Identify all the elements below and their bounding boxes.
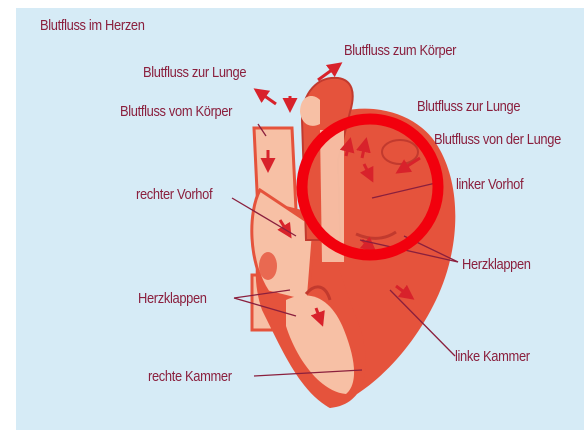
label-flow-to-lung-right: Blutfluss zur Lunge xyxy=(417,98,520,115)
label-right-ventricle: rechte Kammer xyxy=(148,368,232,385)
label-right-atrium: rechter Vorhof xyxy=(136,186,212,203)
label-flow-from-body: Blutfluss vom Körper xyxy=(120,103,232,120)
label-valves-left: Herzklappen xyxy=(462,256,531,273)
vein-on-right-atrium xyxy=(259,252,277,280)
label-left-ventricle: linke Kammer xyxy=(455,348,530,365)
label-flow-to-lung-left: Blutfluss zur Lunge xyxy=(143,64,246,81)
label-valves-right: Herzklappen xyxy=(138,290,207,307)
diagram-title: Blutfluss im Herzen xyxy=(40,17,145,34)
label-flow-to-body: Blutfluss zum Körper xyxy=(344,42,456,59)
label-flow-from-lung: Blutfluss von der Lunge xyxy=(434,131,561,148)
pulmonary-vein-right xyxy=(382,140,418,164)
arrow-to-lung-left xyxy=(256,90,276,104)
label-left-atrium: linker Vorhof xyxy=(456,176,523,193)
